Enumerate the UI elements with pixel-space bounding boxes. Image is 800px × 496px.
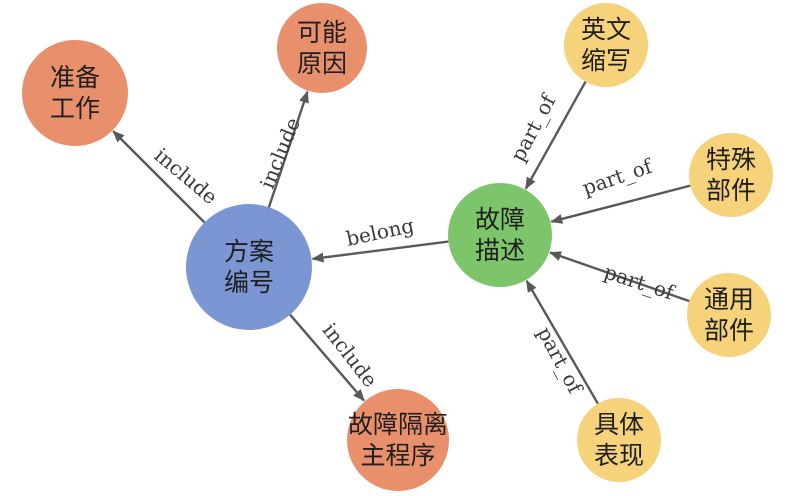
edge-label: part_of [533, 323, 589, 399]
node-label-line: 部件 [706, 176, 756, 205]
edge-arrow [550, 184, 691, 224]
edge-arrow [311, 240, 449, 263]
node-circle [687, 273, 771, 357]
edge-solution-id-to-prep-work: include [112, 130, 222, 224]
edge-label: part_of [601, 259, 678, 304]
node-label-line: 工作 [50, 94, 100, 123]
node-circle [448, 183, 552, 287]
edge-arrow [267, 90, 309, 208]
node-label-line: 描述 [475, 236, 525, 265]
node-label-line: 具体 [594, 410, 644, 439]
edge-label: part_of [579, 153, 656, 200]
node-label-line: 故障隔离 [348, 410, 448, 439]
edge-label: part_of [506, 89, 562, 165]
node-label-line: 故障 [475, 205, 525, 234]
edge-solution-id-to-possible-cause: include [255, 90, 309, 208]
edge-solution-id-to-isolation-program: include [289, 313, 383, 402]
edge-abbreviation-to-fault-description: part_of [506, 81, 587, 190]
node-circle [347, 389, 449, 491]
edge-label: include [255, 114, 305, 192]
edge-arrow [524, 81, 587, 190]
edge-arrow [525, 279, 599, 405]
node-label-line: 原因 [297, 49, 347, 78]
node-label-line: 缩写 [581, 46, 631, 75]
node-label-line: 部件 [704, 316, 754, 345]
node-label-line: 可能 [297, 18, 347, 47]
node-circle [564, 3, 648, 87]
node-label-line: 主程序 [360, 441, 435, 470]
node-circle [277, 3, 367, 93]
node-label-line: 准备 [50, 63, 100, 92]
edge-arrow [289, 313, 366, 402]
node-circle [577, 398, 661, 482]
edge-common-part-to-fault-description: part_of [549, 251, 690, 305]
edge-special-part-to-fault-description: part_of [550, 153, 691, 224]
edge-fault-description-to-solution-id: belong [311, 213, 449, 263]
edge-arrow [112, 130, 206, 224]
edge-arrow [549, 251, 690, 303]
edge-symptom-to-fault-description: part_of [525, 279, 599, 405]
node-label-line: 表现 [594, 441, 644, 470]
node-circle [689, 133, 773, 217]
node-label-line: 英文 [581, 15, 631, 44]
node-label-line: 方案 [224, 237, 274, 266]
node-circle [22, 40, 128, 146]
node-circle [186, 204, 312, 330]
node-label-line: 通用 [704, 285, 754, 314]
edge-label: belong [344, 213, 416, 251]
edge-label: include [318, 318, 383, 391]
node-label-line: 编号 [224, 268, 274, 297]
edge-label: include [150, 143, 222, 209]
node-label-line: 特殊 [706, 145, 756, 174]
